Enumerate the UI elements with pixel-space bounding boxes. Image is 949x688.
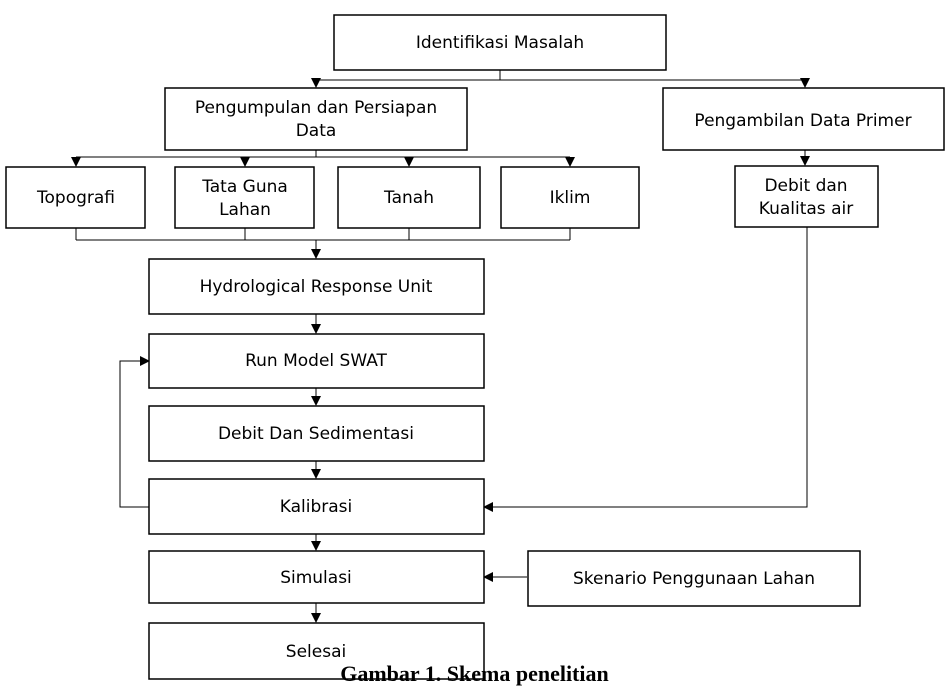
label-tataguna-line1: Tata Guna [201, 177, 288, 197]
node-tataguna [174, 166, 315, 229]
node-selesai [148, 622, 485, 680]
label-identifikasi: Identifikasi Masalah [416, 33, 584, 53]
label-iklim: Iklim [550, 188, 591, 208]
node-skenario [527, 550, 861, 607]
edge-identifikasi-split [311, 70, 501, 88]
node-debitkualitas [734, 165, 879, 228]
label-selesai: Selesai [286, 642, 346, 662]
node-tanah [337, 166, 481, 229]
figure-caption: Gambar 1. Skema penelitian [340, 661, 609, 686]
label-simulasi: Simulasi [280, 568, 352, 588]
label-pengambilan: Pengambilan Data Primer [694, 111, 911, 131]
node-hru [148, 258, 485, 315]
label-pengumpulan-line1: Pengumpulan dan Persiapan [195, 98, 437, 118]
label-tataguna-line2: Lahan [219, 200, 271, 220]
label-debitsedimentasi: Debit Dan Sedimentasi [218, 424, 414, 444]
node-runmodel [148, 333, 485, 389]
node-pengambilan [662, 87, 945, 151]
node-identifikasi [333, 14, 667, 71]
label-tanah: Tanah [383, 188, 434, 208]
label-skenario: Skenario Penggunaan Lahan [573, 569, 815, 589]
label-topografi: Topografi [36, 188, 115, 208]
label-debitkualitas-line2: Kualitas air [759, 199, 853, 219]
label-kalibrasi: Kalibrasi [280, 497, 353, 517]
edge-debitkualitas-kalibrasi [483, 227, 808, 512]
label-pengumpulan-line2: Data [296, 121, 337, 141]
node-debitsedimentasi [148, 405, 485, 462]
node-topografi [5, 166, 146, 229]
label-debitkualitas-line1: Debit dan [764, 176, 847, 196]
edge-identifikasi-pengambilan [500, 78, 810, 88]
label-hru: Hydrological Response Unit [200, 277, 433, 297]
node-iklim [500, 166, 640, 229]
node-pengumpulan [164, 87, 468, 151]
node-simulasi [148, 550, 485, 604]
label-runmodel: Run Model SWAT [245, 351, 387, 371]
edge-kalibrasi-feedback [119, 356, 150, 508]
node-kalibrasi [148, 478, 485, 535]
